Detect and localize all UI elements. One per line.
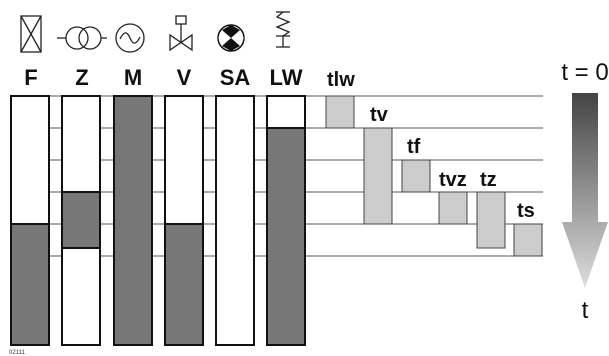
bar-v-closed [164,223,204,346]
column-labels: F Z M V SA LW [24,65,302,90]
time-start-label: t = 0 [561,59,608,86]
timing-label-tf: tf [407,136,421,158]
valve-icon [169,15,193,52]
bar-f-closed [10,223,50,346]
timing-labels: tlw tv tf tvz tz ts [327,69,535,222]
bar-f-open [10,95,50,225]
timing-block-tz [476,191,506,249]
timing-block-tvz [438,191,468,225]
bar-z-active [61,191,101,249]
timing-blocks [325,95,543,257]
column-label-v: V [177,65,192,90]
bar-v-open [164,95,204,225]
transformer-coils-icon [57,26,107,50]
bar-sa-open [215,95,255,346]
timing-block-tf [401,159,431,193]
column-label-z: Z [75,65,88,90]
figure-code: 02111 [9,350,25,356]
time-end-label: t [582,297,589,324]
timing-block-tv [363,127,393,225]
column-label-f: F [24,65,37,90]
bowtie-circle-icon [217,24,245,52]
column-label-sa: SA [220,65,251,90]
bar-z-top [61,95,101,193]
spring-actuator-icon [275,11,291,48]
bar-lw-active [266,127,306,346]
timing-label-ts: ts [517,200,535,222]
timing-label-tvz: tvz [439,169,467,191]
timing-block-tlw [325,95,355,129]
column-label-lw: LW [270,65,303,90]
timing-label-tz: tz [480,169,497,191]
bar-lw-top [266,95,306,129]
ac-motor-icon [115,23,145,53]
column-bars [10,95,306,346]
timing-block-ts [513,223,543,257]
down-arrow-icon [562,93,608,288]
timing-label-tlw: tlw [327,69,355,91]
bar-m-active [113,95,153,346]
bar-z-bottom [61,247,101,346]
icon-row [20,11,291,53]
time-axis: t = 0 t [561,59,608,324]
timing-label-tv: tv [370,104,389,126]
column-label-m: M [124,65,142,90]
rectangle-with-x-icon [20,15,42,53]
